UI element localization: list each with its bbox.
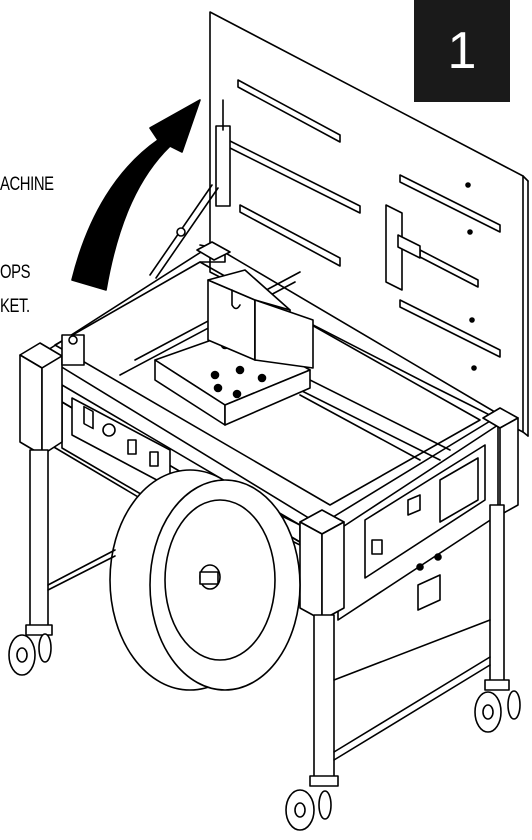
step-number-badge: 1 [414,0,510,102]
power-switch-icon [83,405,94,430]
open-lid-panel [209,11,529,437]
corner-post-back-right [482,407,519,516]
corner-post-front-right [299,509,345,621]
caster-wheel-icon [474,679,521,733]
tension-hook-block [207,269,314,369]
caption-line-1: ACHINE [0,174,54,195]
caption-line-3: KET. [0,296,30,317]
rotate-arrow-icon [71,99,201,291]
corner-post-back-left [196,241,231,261]
caption-line-2: OPS [0,262,31,283]
strapping-head [154,329,311,426]
lid-support-strut [149,184,219,279]
corner-post-front-left [19,342,63,456]
dial-knob-icon [102,423,116,437]
toggle-switch-icon [127,439,137,455]
caster-wheel-icon [8,624,53,676]
caster-wheel-icon [285,775,339,831]
strap-reel [109,469,301,691]
